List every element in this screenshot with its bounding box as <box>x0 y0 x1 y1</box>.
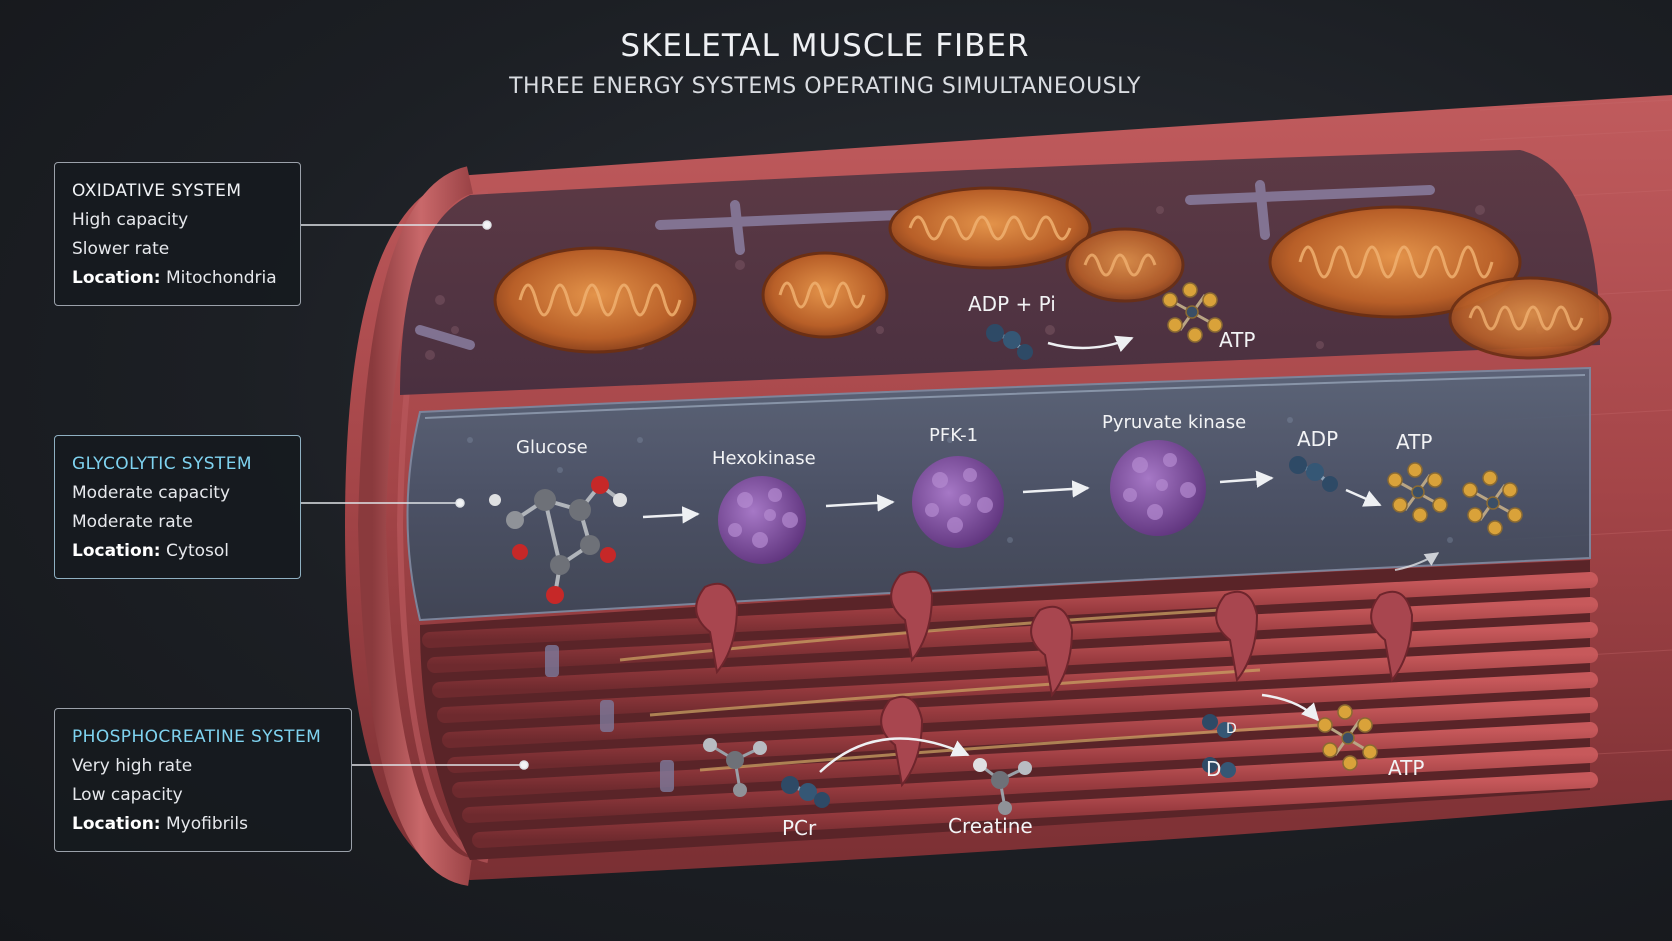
creatine-product-molecule-icon <box>973 758 1032 815</box>
glycolytic-rate: Moderate rate <box>72 512 193 532</box>
pc-atp-label: ATP <box>1388 756 1424 780</box>
creatine-molecule-icon <box>703 738 767 797</box>
mitochondria-group <box>493 186 1612 360</box>
pc-atp-molecule-icon <box>1317 704 1378 771</box>
location-value: Mitochondria <box>166 268 277 288</box>
page-subtitle: THREE ENERGY SYSTEMS OPERATING SIMULTANE… <box>509 74 1141 99</box>
location-label: Location: <box>72 268 161 288</box>
oxidative-reaction: ADP + Pi ATP <box>968 282 1255 360</box>
mitochondrion <box>1065 227 1185 303</box>
pc-adp-molecule-icon <box>1202 714 1236 778</box>
pc-adp-partial-label: D <box>1226 721 1237 737</box>
phosphocreatine-rate: Very high rate <box>72 756 193 776</box>
pathway-arrow <box>1345 488 1382 507</box>
oxidative-system-box: OXIDATIVE SYSTEM High capacity Slower ra… <box>54 162 301 306</box>
box-connectors <box>301 220 529 770</box>
glycolytic-pathway: Glucose Hexokinase PFK-1 Pyruvate kinase… <box>489 412 1523 604</box>
glyco-adp-molecule-icon <box>1289 456 1338 492</box>
pyruvate-kinase-enzyme-icon <box>1110 440 1206 536</box>
oxidative-rate: Slower rate <box>72 239 170 259</box>
oxidative-capacity: High capacity <box>72 210 189 230</box>
pc-adp-partial-label: D <box>1206 757 1221 781</box>
pcr-arrow <box>819 737 970 773</box>
pcr-label: PCr <box>782 816 817 840</box>
phosphocreatine-location: Location: Myofibrils <box>72 810 334 839</box>
pathway-arrow <box>1219 470 1274 488</box>
glyco-adp-label: ADP <box>1297 427 1338 451</box>
pathway-arrow <box>1022 480 1090 498</box>
glycolytic-capacity: Moderate capacity <box>72 483 231 503</box>
tubule-network <box>415 180 1435 350</box>
phosphocreatine-system-box: PHOSPHOCREATINE SYSTEM Very high rate Lo… <box>54 708 352 852</box>
adp-to-atp-arrow <box>1261 693 1320 722</box>
mitochondrion <box>888 186 1092 270</box>
glucose-label: Glucose <box>516 437 588 458</box>
oxidative-location: Location: Mitochondria <box>72 264 283 293</box>
location-label: Location: <box>72 814 161 834</box>
pathway-arrow <box>642 506 700 524</box>
page-title: SKELETAL MUSCLE FIBER <box>620 28 1030 64</box>
reaction-arrow <box>1047 335 1134 353</box>
hexokinase-label: Hexokinase <box>712 448 816 469</box>
mitochondrion <box>761 251 889 339</box>
pathway-arrow <box>825 494 895 512</box>
glycolytic-system-box: GLYCOLYTIC SYSTEM Moderate capacity Mode… <box>54 435 301 579</box>
pcr-molecule-icon <box>781 776 830 808</box>
myosin-heads <box>695 570 1414 788</box>
oxidative-adp-label: ADP + Pi <box>968 292 1056 316</box>
glycolytic-system-title: GLYCOLYTIC SYSTEM <box>72 454 252 474</box>
mitochondrion <box>1448 276 1612 360</box>
glycolytic-location: Location: Cytosol <box>72 537 283 566</box>
mitochondrion <box>1268 205 1522 319</box>
location-value: Cytosol <box>166 541 229 561</box>
phosphocreatine-system-title: PHOSPHOCREATINE SYSTEM <box>72 727 322 747</box>
glyco-atp-molecule-icon <box>1387 462 1448 523</box>
glyco-atp-molecule-icon <box>1462 470 1523 536</box>
myofibril-bundle <box>420 560 1598 860</box>
pyruvate-kinase-label: Pyruvate kinase <box>1102 412 1246 433</box>
location-value: Myofibrils <box>166 814 248 834</box>
hexokinase-enzyme-icon <box>718 476 806 564</box>
location-label: Location: <box>72 541 161 561</box>
phosphocreatine-reaction: PCr Creatine D D ATP <box>703 693 1424 840</box>
pfk1-label: PFK-1 <box>929 425 978 446</box>
glyco-atp-label: ATP <box>1396 430 1432 454</box>
creatine-label: Creatine <box>948 814 1033 838</box>
adp-molecule-icon <box>986 324 1033 360</box>
atp-molecule-icon <box>1162 282 1223 343</box>
glucose-molecule-icon <box>489 476 627 604</box>
fiber-interior <box>400 150 1600 395</box>
pfk1-enzyme-icon <box>912 456 1004 548</box>
mitochondrion <box>493 246 697 354</box>
oxidative-atp-label: ATP <box>1219 328 1255 352</box>
phosphocreatine-capacity: Low capacity <box>72 785 183 805</box>
oxidative-system-title: OXIDATIVE SYSTEM <box>72 181 242 201</box>
